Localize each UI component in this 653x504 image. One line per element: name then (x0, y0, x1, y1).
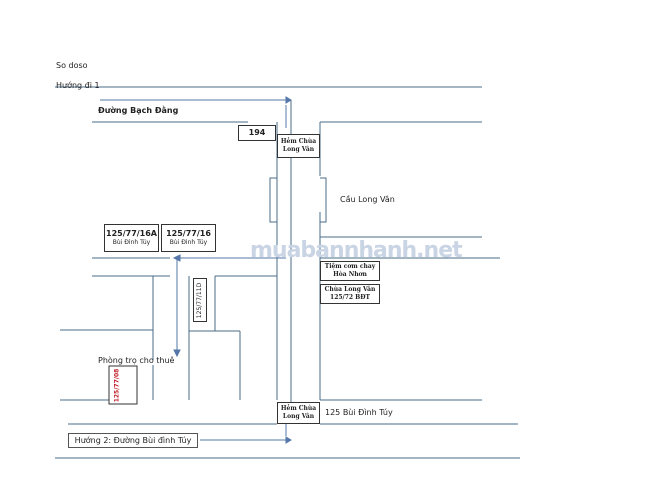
addr-125-label: 125 Bùi Đình Túy (325, 408, 393, 417)
addr-red-label: 125/77/08 (113, 368, 121, 402)
alley-top-box: Hẻm Chùa Long Vân (277, 134, 320, 158)
addr-16a-line2: Bùi Đình Túy (112, 239, 151, 246)
addr-16a-box: 125/77/16A Bùi Đình Túy (104, 224, 159, 252)
arrow-head (285, 96, 292, 104)
addr-16-line1: 125/77/16 (166, 229, 211, 238)
addr-11d-label: 125/77/11D (196, 282, 204, 318)
arrow-head (285, 436, 292, 444)
house-194-label: 194 (248, 128, 266, 137)
bridge-bracket-right (320, 177, 327, 223)
direction-2-label: Hướng 2: Đường Bùi đình Túy (74, 435, 192, 445)
alley-top-line1: Hẻm Chùa (280, 138, 317, 145)
restaurant-line2: Hòa Nhơn (333, 271, 367, 278)
direction-1-label: Hướng đi 1 (56, 81, 100, 90)
addr-16-line2: Bùi Đình Túy (169, 239, 208, 246)
addr-red-wrap: 125/77/08 (110, 368, 124, 402)
alley-bottom-box: Hẻm Chùa Long Vân (277, 402, 320, 424)
addr-16-box: 125/77/16 Bùi Đình Túy (161, 224, 216, 252)
alley-bottom-line1: Hẻm Chùa (280, 405, 317, 412)
watermark: muabannhanh.net (250, 238, 463, 263)
arrow-head (173, 349, 181, 358)
pagoda-box: Chùa Long Vân 125/72 BĐT (320, 284, 380, 304)
restaurant-line1: Tiệm cơm chay (324, 263, 376, 270)
addr-11d-box: 125/77/11D (193, 278, 207, 322)
direction-2-box: Hướng 2: Đường Bùi đình Túy (68, 433, 198, 448)
room-block (108, 365, 138, 405)
addr-16a-line1: 125/77/16A (106, 229, 157, 238)
pagoda-line2: 125/72 BĐT (330, 294, 370, 301)
header-title: So doso (56, 61, 88, 70)
restaurant-box: Tiệm cơm chay Hòa Nhơn (320, 261, 380, 281)
pagoda-line1: Chùa Long Vân (324, 286, 376, 293)
bridge-label: Cầu Long Vân (340, 195, 395, 204)
street-top-label: Đường Bạch Đằng (98, 106, 179, 115)
alley-bottom-line2: Long Vân (282, 413, 315, 420)
house-194-box: 194 (238, 125, 276, 141)
bridge-bracket-left (269, 177, 277, 223)
rooms-label: Phòng trọ cho thuê (98, 356, 175, 365)
alley-top-line2: Long Vân (282, 146, 315, 153)
